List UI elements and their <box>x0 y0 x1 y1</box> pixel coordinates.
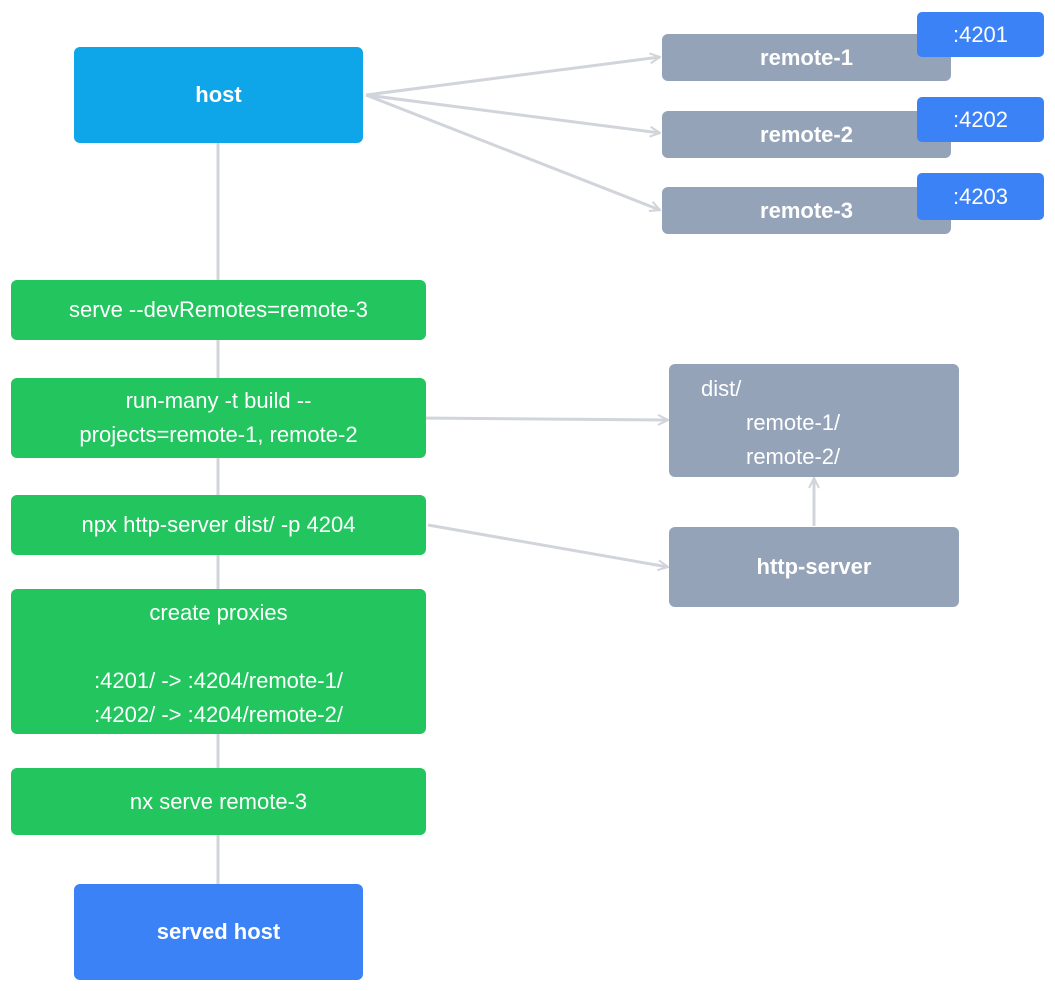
remote-1-node: remote-1 <box>662 34 951 81</box>
serve-dev-remotes-label: serve --devRemotes=remote-3 <box>69 297 368 322</box>
remote-3-port: :4203 <box>952 183 1009 209</box>
run-many-build-step: run-many -t build -- projects=remote-1, … <box>11 378 426 458</box>
run-many-line-1: run-many -t build -- <box>125 388 312 413</box>
nx-serve-remote-3-label: nx serve remote-3 <box>129 788 308 814</box>
nx-serve-remote-3-step: nx serve remote-3 <box>11 768 426 835</box>
remote-2-port-badge: :4202 <box>917 97 1044 142</box>
create-proxies-step: create proxies :4201/ -> :4204/remote-1/… <box>11 589 426 734</box>
dist-folder-node: dist/ remote-1/ remote-2/ <box>669 364 959 477</box>
remote-1-port-badge: :4201 <box>917 12 1044 57</box>
proxy-rule-4202: :4202/ -> :4204/remote-2/ <box>94 702 343 727</box>
dist-folder-remote-1: remote-1/ <box>746 410 841 435</box>
served-host-label: served host <box>156 919 281 944</box>
dist-folder-root: dist/ <box>701 376 742 401</box>
dist-folder-remote-2: remote-2/ <box>746 444 841 469</box>
arrow-host-to-remote-1 <box>365 57 660 97</box>
remote-3-node: remote-3 <box>662 187 951 234</box>
proxy-rule-4201: :4201/ -> :4204/remote-1/ <box>94 668 343 693</box>
npx-http-server-label: npx http-server dist/ -p 4204 <box>81 512 356 537</box>
remote-2-node: remote-2 <box>662 111 951 158</box>
remote-2-port: :4202 <box>952 106 1009 132</box>
arrow-host-to-remote-2 <box>365 93 660 133</box>
remote-1-label: remote-1 <box>760 44 853 70</box>
remote-3-port-badge: :4203 <box>917 173 1044 220</box>
arrow-host-to-remote-3 <box>365 93 660 210</box>
arrow-npx-to-http-server <box>427 523 668 567</box>
npx-http-server-step: npx http-server dist/ -p 4204 <box>11 495 426 555</box>
arrow-build-to-dist <box>417 418 668 420</box>
serve-dev-remotes-step: serve --devRemotes=remote-3 <box>11 280 426 340</box>
host-label: host <box>195 82 242 107</box>
remote-3-label: remote-3 <box>760 197 853 223</box>
http-server-node: http-server <box>669 527 959 607</box>
remote-1-port: :4201 <box>952 21 1009 47</box>
http-server-label: http-server <box>756 554 872 579</box>
remote-2-label: remote-2 <box>760 121 853 147</box>
run-many-line-2: projects=remote-1, remote-2 <box>79 422 358 447</box>
host-node: host <box>74 47 363 143</box>
served-host-node: served host <box>74 884 363 980</box>
create-proxies-title: create proxies <box>149 600 288 625</box>
